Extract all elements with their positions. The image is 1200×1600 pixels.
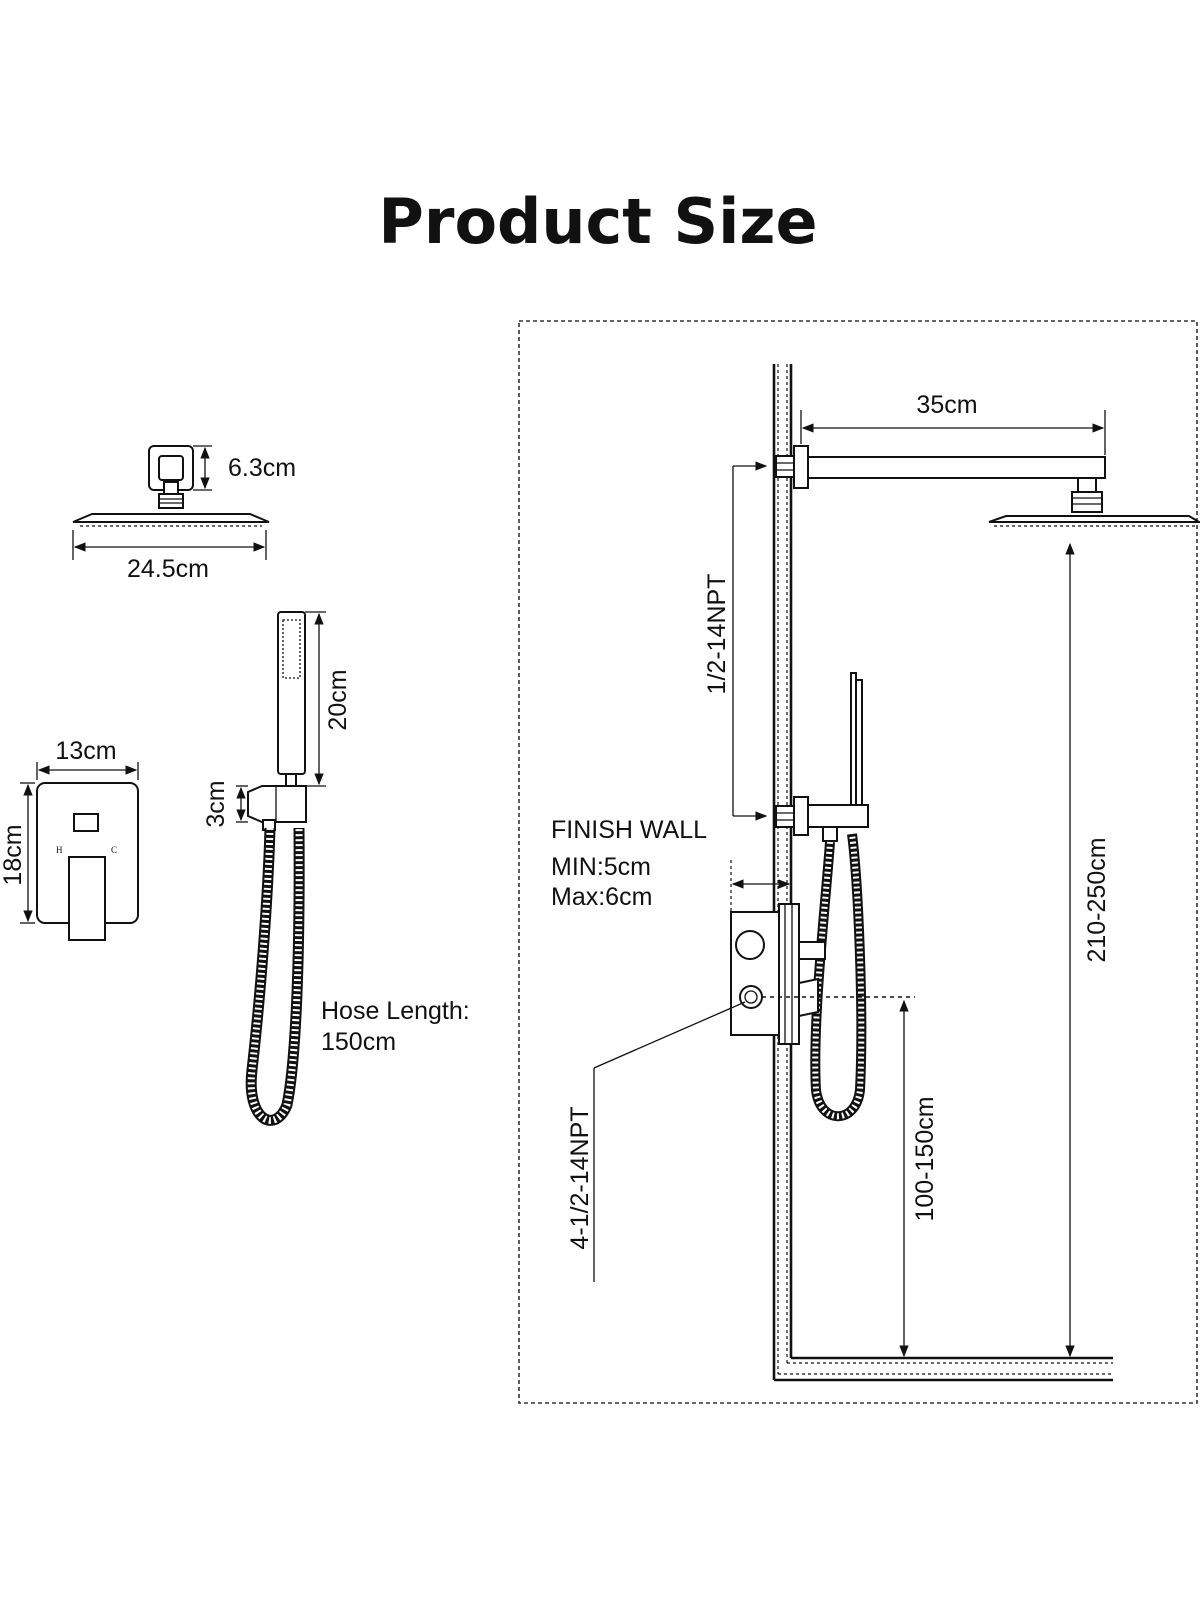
inlet-thread-callout: 1/2-14NPT [703,461,768,821]
mounted-hose [810,833,867,1122]
arm-length-dimension: 35cm [800,391,1106,455]
hose-length-value: 150cm [321,1028,396,1056]
mixing-valve-body [730,903,826,1045]
holder-height-label: 3cm [202,780,230,827]
shower-head-dimensions: 6.3cm 24.5cm [72,445,296,583]
page-title: Product Size [378,185,817,258]
head-height-label: 210-250cm [1083,837,1111,962]
wall-min-label: MIN:5cm [551,853,651,881]
trim-plate-drawing: H C [36,782,139,941]
arm-length-label: 35cm [916,391,977,419]
wall-section [772,364,1113,1382]
cold-mark: C [111,845,117,855]
head-height-dimension: 210-250cm [1065,542,1111,1358]
inlet-thread-label: 1/2-14NPT [703,574,731,695]
finish-wall-label: FINISH WALL [551,816,707,844]
hand-shower-drawing [245,611,307,1126]
finish-wall-dimension: FINISH WALL MIN:5cm Max:6cm [551,816,791,912]
trim-plate-dimensions: 13cm 18cm [0,737,139,924]
wall-outlet-and-holder [775,672,869,842]
shower-arm-drawing [775,445,1200,527]
hand-shower-dimensions: 20cm 3cm Hose Length: 150cm [202,611,470,1056]
handle-length-label: 20cm [324,669,352,730]
valve-ports-callout: 4-1/2-14NPT [566,1001,746,1282]
installation-panel [518,320,1198,1404]
valve-height-dimension: 100-150cm [762,996,939,1358]
hose-length-label: Hose Length: [321,997,470,1025]
valve-height-label: 100-150cm [911,1096,939,1221]
head-width-label: 24.5cm [127,555,209,583]
shower-head-drawing [72,445,270,527]
plate-width-label: 13cm [55,737,116,765]
hot-mark: H [56,845,63,855]
valve-ports-label: 4-1/2-14NPT [566,1106,594,1249]
plate-height-label: 18cm [0,824,27,885]
arm-mount-height-label: 6.3cm [228,454,296,482]
wall-max-label: Max:6cm [551,883,652,911]
